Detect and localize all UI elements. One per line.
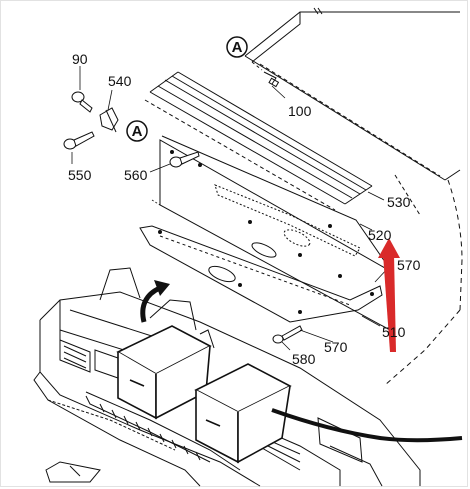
label-580: 580 xyxy=(292,351,316,367)
leader-lines xyxy=(71,66,389,351)
swoosh-arrow xyxy=(271,408,463,443)
svg-text:A: A xyxy=(132,123,143,140)
upper-housing xyxy=(244,7,463,386)
label-90: 90 xyxy=(72,51,88,67)
label-550: 550 xyxy=(68,167,92,183)
panel-520 xyxy=(159,135,393,331)
clamp-540 xyxy=(99,107,119,133)
part-labels: 90 540 550 560 100 530 520 570 510 570 5… xyxy=(68,51,421,367)
machine-body xyxy=(33,267,421,487)
curved-arrow-icon xyxy=(140,280,170,323)
bolt-90 xyxy=(71,91,93,113)
gasket-510 xyxy=(139,225,383,323)
cover-left xyxy=(116,325,212,420)
callout-a-top: A xyxy=(226,36,248,58)
label-560: 560 xyxy=(124,167,148,183)
bolt-550 xyxy=(63,131,95,150)
panel-530 xyxy=(144,71,373,211)
callout-a-left: A xyxy=(126,120,148,142)
label-520: 520 xyxy=(368,227,392,243)
label-510: 510 xyxy=(382,324,406,340)
bolt-560 xyxy=(169,151,200,168)
svg-text:A: A xyxy=(232,39,243,56)
washer-580 xyxy=(272,325,303,344)
cover-right xyxy=(194,363,292,464)
label-100: 100 xyxy=(288,103,312,119)
label-530: 530 xyxy=(387,194,411,210)
label-570-right: 570 xyxy=(397,257,421,273)
label-570-bottom: 570 xyxy=(324,339,348,355)
red-arrow-icon xyxy=(378,238,400,352)
label-540: 540 xyxy=(108,73,132,89)
